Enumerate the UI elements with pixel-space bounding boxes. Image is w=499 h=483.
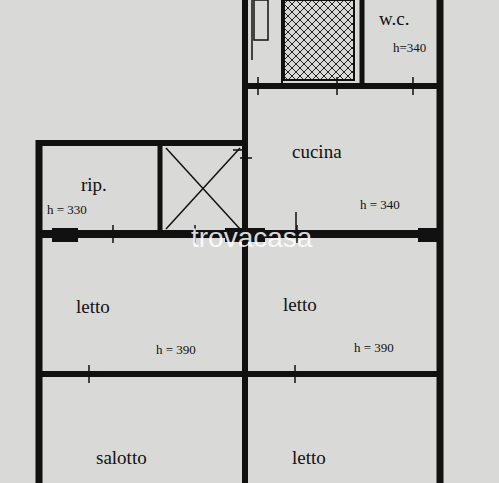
room: letto h = 390 <box>44 239 242 370</box>
room: w.c. h=340 <box>365 3 437 83</box>
room-name: rip. <box>81 175 107 196</box>
room-name: cucina <box>292 142 342 163</box>
room-name: letto <box>283 295 317 316</box>
watermark: trovacasa <box>191 222 312 254</box>
ceiling-height: h = 330 <box>47 203 87 217</box>
room: letto <box>250 378 436 483</box>
ceiling-height: h = 390 <box>156 343 196 357</box>
room-name: w.c. <box>379 9 409 30</box>
room: letto h = 390 <box>250 239 436 370</box>
room: salotto <box>44 378 242 483</box>
room-name: salotto <box>96 448 147 469</box>
room-name: letto <box>292 448 326 469</box>
room-name: letto <box>76 297 110 318</box>
ceiling-height: h = 390 <box>354 341 394 355</box>
room: rip. h = 330 <box>43 147 157 230</box>
room: cucina h = 340 <box>250 90 436 228</box>
ceiling-height: h=340 <box>393 41 426 55</box>
ceiling-height: h = 340 <box>360 198 400 212</box>
